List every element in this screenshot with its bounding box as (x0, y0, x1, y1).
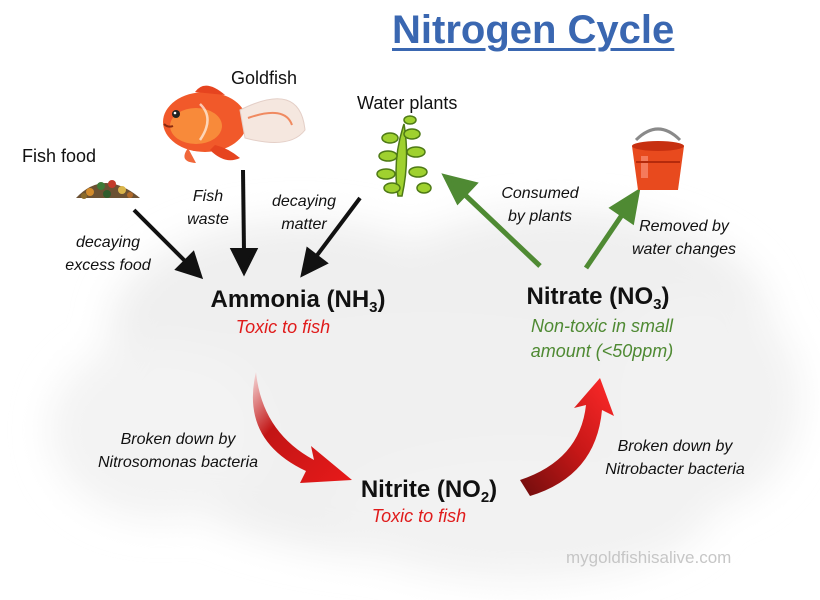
nitrate-name: Nitrate (NO (526, 283, 654, 310)
fish-food-label: Fish food (22, 146, 97, 166)
nitrosomonas-line-2: Nitrosomonas bacteria (97, 454, 259, 471)
goldfish-label: Goldfish (231, 68, 298, 88)
consumed-by-plants-label: Consumed by plants (494, 182, 586, 228)
nitrobacter-line-1: Broken down by (617, 438, 733, 455)
water-plants-icon (376, 115, 432, 197)
removed-line-1: Removed by (639, 218, 729, 235)
decaying-food-line-1: decaying (75, 234, 141, 251)
nitrosomonas-label: Broken down by Nitrosomonas bacteria (84, 428, 272, 474)
removed-line-2: water changes (631, 241, 737, 258)
fish-food-icon (76, 180, 140, 199)
ammonia-toxic-note: Toxic to fish (235, 317, 331, 337)
arrow-fishfood-to-ammonia (132, 208, 204, 280)
nitrate-close: ) (661, 283, 670, 310)
nitrate-note-line-1: Non-toxic in small (530, 316, 674, 336)
fish-waste-line-1: Fish (192, 188, 224, 205)
decaying-food-line-2: excess food (65, 257, 151, 274)
nitrobacter-label: Broken down by Nitrobacter bacteria (592, 435, 758, 481)
site-credit: mygoldfishisalive.com (566, 548, 732, 567)
ammonia-subscript: 3 (369, 299, 378, 316)
ammonia-name: Ammonia (NH (210, 286, 370, 313)
nitrate-subscript: 3 (653, 296, 662, 313)
goldfish-icon (163, 85, 306, 163)
ammonia-close: ) (377, 286, 386, 313)
water-plants-label: Water plants (357, 93, 458, 113)
arrow-nitrate-to-plants (441, 173, 542, 268)
nitrite-subscript: 2 (480, 489, 490, 506)
fish-waste-label: Fish waste (178, 185, 238, 231)
arrow-waste-to-ammonia (229, 169, 259, 277)
arrow-ammonia-to-nitrite (252, 372, 352, 483)
consumed-line-2: by plants (507, 208, 573, 225)
nitrobacter-line-2: Nitrobacter bacteria (605, 461, 745, 478)
background-cloud (50, 210, 800, 580)
nitrate-note-line-2: amount (<50ppm) (530, 341, 674, 361)
decaying-matter-line-2: matter (281, 216, 327, 233)
nitrate-nontoxic-note: Non-toxic in small amount (<50ppm) (516, 314, 688, 364)
nitrate-label: Nitrate (NO3) (516, 283, 680, 313)
nitrite-close: ) (489, 476, 498, 503)
arrow-nitrite-to-nitrate (520, 378, 614, 496)
decaying-matter-line-1: decaying (271, 193, 337, 210)
nitrite-name: Nitrite (NO (360, 476, 481, 503)
nitrite-label: Nitrite (NO2) (352, 476, 506, 506)
removed-by-water-label: Removed by water changes (622, 215, 746, 261)
diagram-title: Nitrogen Cycle (392, 8, 675, 52)
fish-waste-line-2: waste (187, 211, 229, 228)
consumed-line-1: Consumed (501, 185, 579, 202)
arrow-matter-to-ammonia (300, 196, 362, 278)
arrow-nitrate-to-bucket (583, 187, 641, 270)
bucket-icon (632, 127, 684, 190)
nitrosomonas-line-1: Broken down by (120, 431, 236, 448)
decaying-food-label: decaying excess food (58, 231, 158, 277)
nitrite-toxic-note: Toxic to fish (371, 506, 467, 526)
decaying-matter-label: decaying matter (262, 190, 346, 236)
ammonia-label: Ammonia (NH3) (200, 286, 396, 316)
